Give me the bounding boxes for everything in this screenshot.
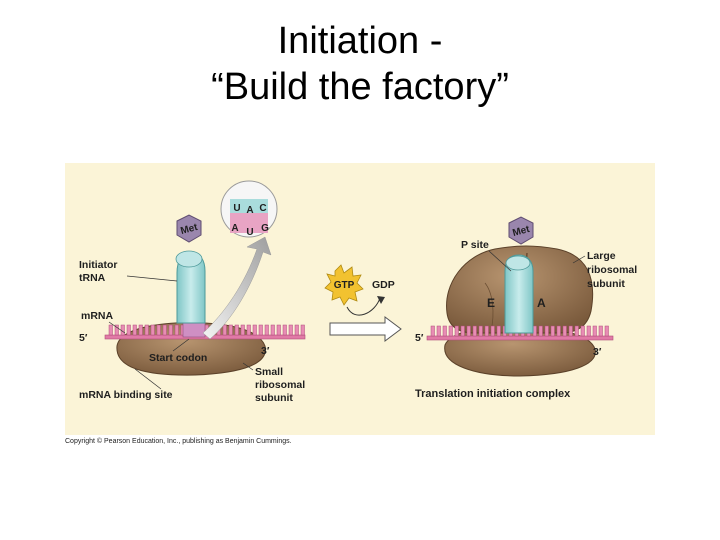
a-site-label: A — [537, 296, 546, 310]
start-codon-label: Start codon — [149, 352, 207, 364]
gdp-label: GDP — [372, 279, 395, 291]
large-subunit-label-3: subunit — [587, 278, 625, 290]
nucleotide-tick — [544, 325, 549, 337]
p-site-label: P site — [461, 239, 489, 251]
nucleotide-tick — [168, 324, 173, 336]
nucleotide-tick — [258, 324, 263, 336]
nucleotide-tick — [132, 324, 137, 336]
nucleotide-tick — [300, 324, 305, 336]
initiator-trna — [175, 250, 206, 324]
nucleotide-tick — [478, 325, 483, 337]
mrna-strand-right — [426, 325, 614, 341]
mrna-label-left: mRNA — [81, 310, 114, 322]
nucleotide-tick — [574, 325, 579, 337]
initiator-label-2: tRNA — [79, 272, 106, 284]
gtp-burst — [324, 264, 364, 306]
three-prime-right: 3′ — [593, 346, 602, 358]
three-prime-left: 3′ — [261, 345, 270, 357]
nucleotide-tick — [472, 325, 477, 337]
nucleotide-tick — [460, 325, 465, 337]
nucleotide-tick — [276, 324, 281, 336]
binding-site-label: mRNA binding site — [79, 389, 173, 401]
nucleotide-tick — [174, 324, 179, 336]
nucleotide-tick — [150, 324, 155, 336]
nucleotide-tick — [228, 324, 233, 336]
nucleotide-tick — [162, 324, 167, 336]
complex-label: Translation initiation complex — [415, 388, 571, 400]
met-label-right: Met — [511, 224, 531, 239]
codon-3: G — [261, 223, 269, 234]
nucleotide-tick — [156, 324, 161, 336]
nucleotide-tick — [430, 325, 435, 337]
title-line-2: “Build the factory” — [211, 66, 509, 108]
figure-drawing: Met U A C A U G Initiator tRNA mRNA 5′ 3… — [79, 180, 637, 404]
nucleotide-tick — [270, 324, 275, 336]
slide-title: Initiation - “Build the factory” — [0, 18, 720, 110]
met-label-left: Met — [179, 222, 199, 237]
met-hexagon-right — [508, 216, 534, 245]
nucleotide-tick — [580, 325, 585, 337]
gtp-label: GTP — [334, 280, 355, 291]
small-subunit-label-1: Small — [255, 366, 283, 378]
small-subunit-label-3: subunit — [255, 392, 293, 404]
nucleotide-tick — [246, 324, 251, 336]
nucleotide-tick — [288, 324, 293, 336]
nucleotide-tick — [442, 325, 447, 337]
five-prime-right: 5′ — [415, 332, 424, 344]
nucleotide-tick — [532, 325, 537, 337]
nucleotide-tick — [436, 325, 441, 337]
met-hexagon-left — [176, 214, 202, 243]
nucleotide-tick — [556, 325, 561, 337]
anticodon-2: A — [246, 205, 253, 216]
nucleotide-tick — [550, 325, 555, 337]
nucleotide-tick — [114, 324, 119, 336]
nucleotide-tick — [120, 324, 125, 336]
codon-1: A — [231, 223, 238, 234]
nucleotide-tick — [562, 325, 567, 337]
gtp-gdp-arrow — [346, 297, 381, 316]
nucleotide-tick — [108, 324, 113, 336]
nucleotide-tick — [592, 325, 597, 337]
small-subunit-label-2: ribosomal — [255, 379, 305, 391]
title-line-1: Initiation - — [277, 20, 443, 62]
copyright-notice: Copyright © Pearson Education, Inc., pub… — [65, 438, 292, 445]
nucleotide-tick — [496, 325, 501, 337]
five-prime-left: 5′ — [79, 332, 88, 344]
nucleotide-tick — [252, 324, 257, 336]
initiator-label-1: Initiator — [79, 259, 118, 271]
nucleotide-tick — [234, 324, 239, 336]
anticodon-3: C — [259, 203, 266, 214]
nucleotide-tick — [294, 324, 299, 336]
nucleotide-tick — [138, 324, 143, 336]
codon-2: U — [246, 227, 253, 238]
nucleotide-tick — [538, 325, 543, 337]
anticodon-1: U — [233, 203, 240, 214]
large-subunit-label-2: ribosomal — [587, 264, 637, 276]
nucleotide-tick — [264, 324, 269, 336]
nucleotide-tick — [282, 324, 287, 336]
nucleotide-tick — [598, 325, 603, 337]
nucleotide-tick — [604, 325, 609, 337]
nucleotide-tick — [222, 324, 227, 336]
translation-initiation-figure: Met U A C A U G Initiator tRNA mRNA 5′ 3… — [65, 163, 655, 435]
large-subunit-label-1: Large — [587, 250, 616, 262]
nucleotide-tick — [144, 324, 149, 336]
process-arrow — [329, 316, 402, 342]
nucleotide-tick — [484, 325, 489, 337]
nucleotide-tick — [490, 325, 495, 337]
nucleotide-tick — [240, 324, 245, 336]
nucleotide-tick — [126, 324, 131, 336]
nucleotide-tick — [466, 325, 471, 337]
nucleotide-tick — [448, 325, 453, 337]
codon-anticodon-zoom: U A C A U G — [220, 180, 278, 238]
nucleotide-tick — [454, 325, 459, 337]
nucleotide-tick — [568, 325, 573, 337]
e-site-label: E — [487, 296, 495, 310]
zoom-arrow — [202, 236, 272, 340]
nucleotide-tick — [586, 325, 591, 337]
